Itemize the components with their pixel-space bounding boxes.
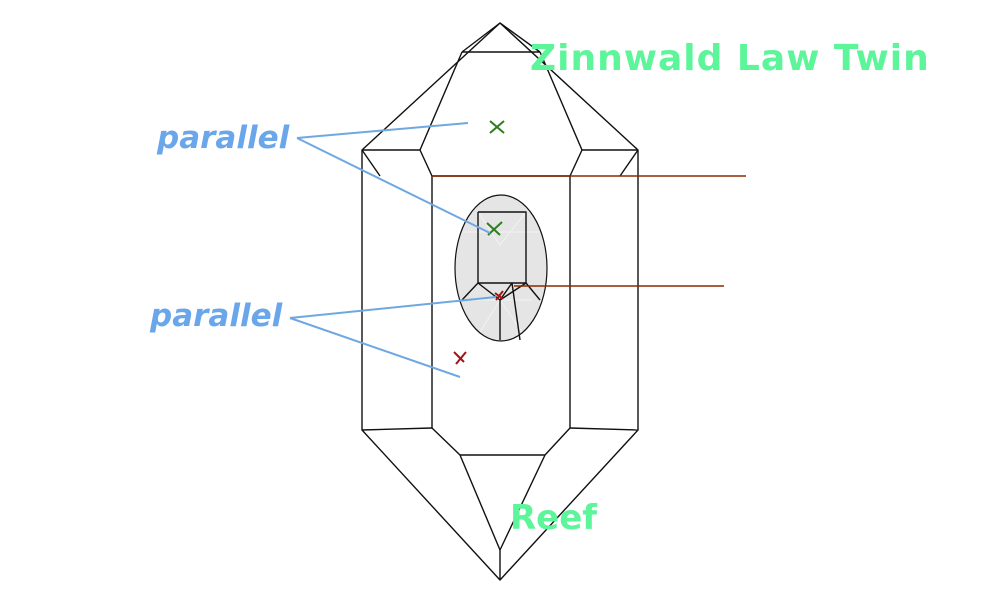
parallel-label-top: parallel bbox=[157, 120, 290, 156]
twin-inclusion bbox=[454, 194, 548, 342]
pointer-lines-top bbox=[296, 122, 491, 234]
upper-termination-edges bbox=[361, 22, 639, 177]
twin-upper-mark bbox=[486, 221, 503, 236]
parallel-label-bottom: parallel bbox=[150, 298, 283, 334]
upper-face-mark bbox=[489, 120, 505, 134]
diagram-title: Zinnwald Law Twin bbox=[530, 38, 930, 79]
prism-face-mark bbox=[453, 351, 467, 365]
twin-lower-mark bbox=[494, 290, 504, 301]
pointer-lines-bottom bbox=[289, 296, 497, 378]
lower-termination-edges bbox=[361, 427, 639, 580]
twin-name-label: Reef bbox=[510, 498, 598, 538]
